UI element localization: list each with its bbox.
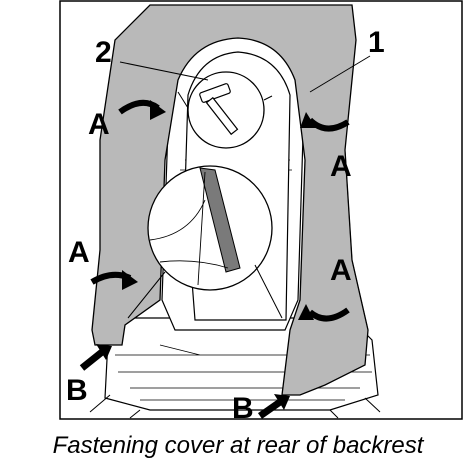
seat-base-detail (89, 394, 381, 419)
seat-cover (91, 4, 369, 396)
curved-arrow-icon (90, 270, 138, 290)
callout-b-right: B (232, 392, 254, 425)
callout-b-left: B (66, 374, 88, 407)
pointer-arrow-icon (257, 394, 290, 419)
clip-circle-pointer-lines (127, 264, 283, 319)
callout-1-leader (309, 55, 371, 93)
pointer-arrow-icon (79, 344, 112, 371)
curved-arrow-icon (118, 99, 166, 120)
callout-2-leader (119, 61, 209, 81)
figure-caption: Fastening cover at rear of backrest (52, 432, 424, 459)
seat-cover-fold (344, 149, 369, 331)
callout-a-left-lower: A (68, 236, 90, 269)
callout-a-right-upper: A (330, 150, 352, 183)
curved-arrow-icon (298, 304, 350, 322)
clip-detail-circle (147, 165, 273, 291)
tool-circle-pointer-lines (177, 91, 273, 109)
callout-2: 2 (95, 36, 112, 69)
seat-frame-lines (115, 344, 372, 401)
clip-detail-strip (199, 167, 241, 273)
curved-arrow-icon (300, 112, 350, 132)
callout-a-right-lower: A (330, 254, 352, 287)
callout-1: 1 (368, 26, 385, 59)
clip-detail-lines (149, 171, 229, 286)
figure-frame (59, 0, 463, 420)
hammer-tool-icon (199, 83, 239, 136)
callout-a-top-left: A (88, 108, 110, 141)
